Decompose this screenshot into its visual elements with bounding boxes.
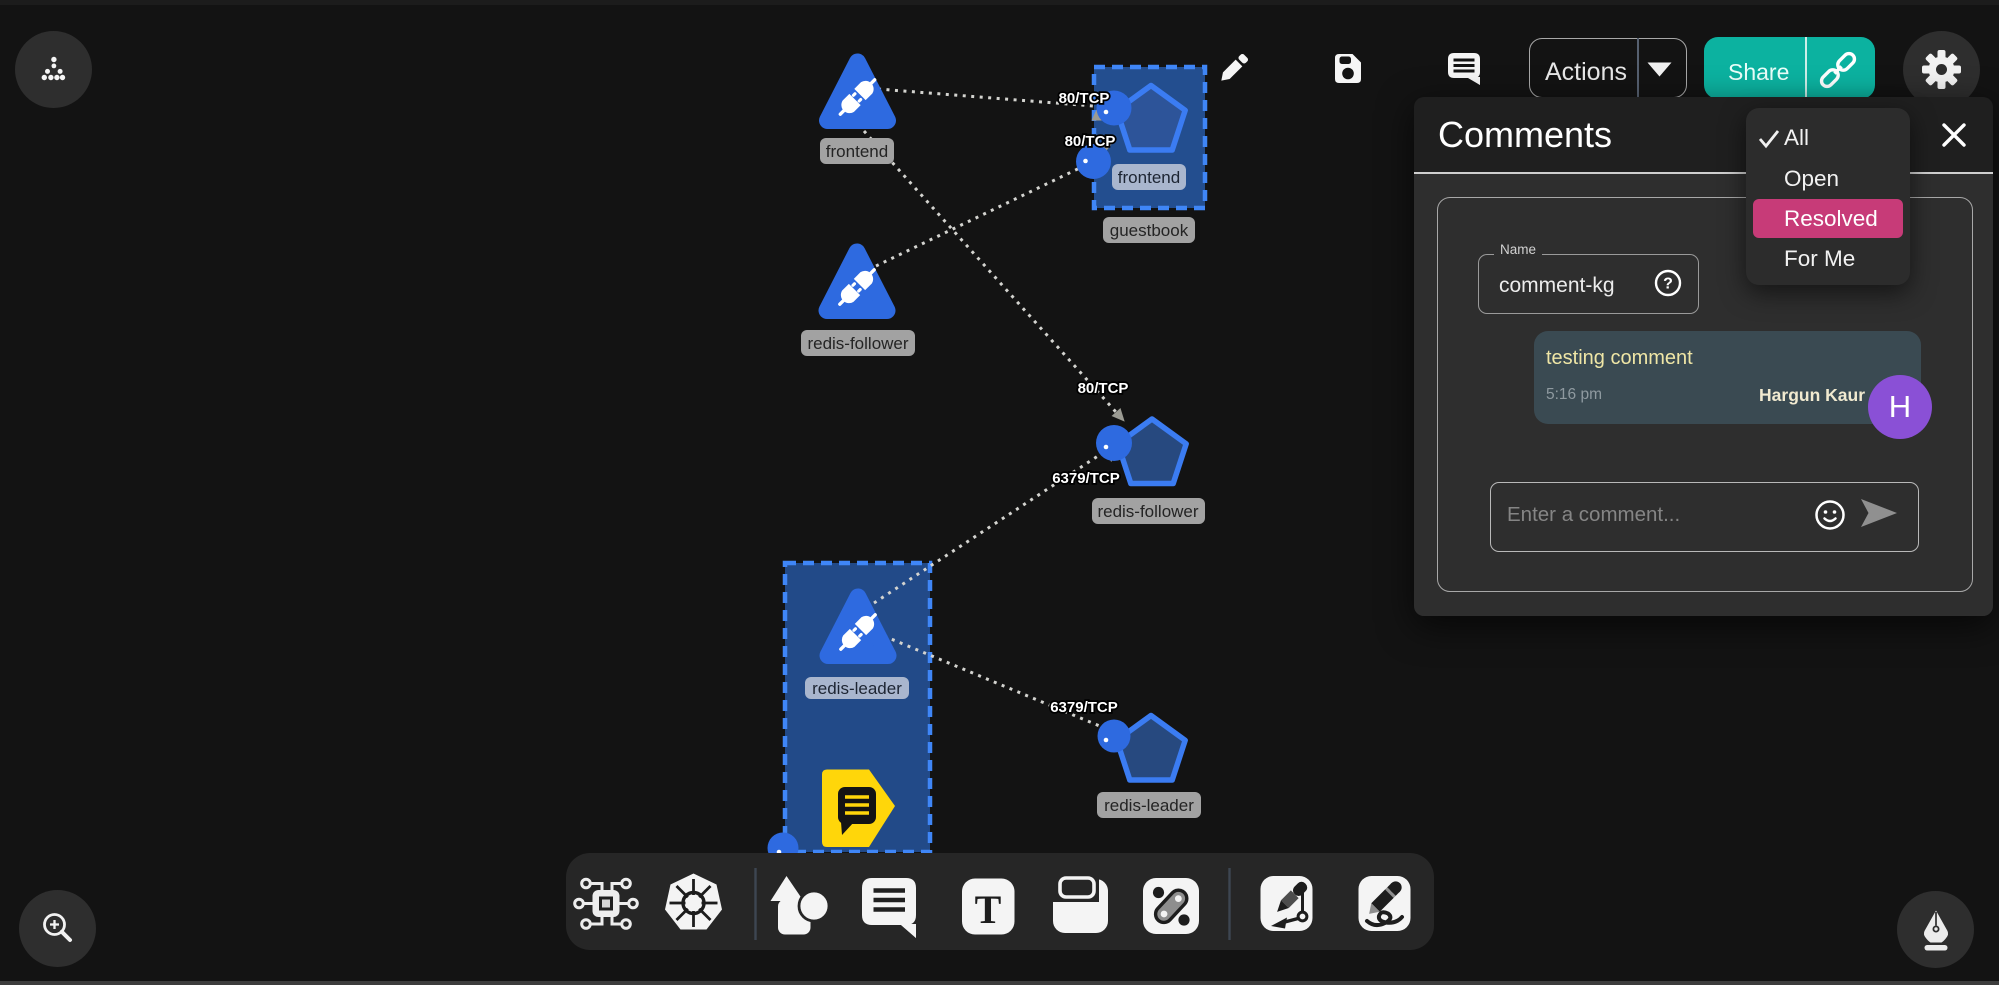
svg-text:80/TCP: 80/TCP bbox=[1059, 90, 1110, 107]
svg-text:frontend: frontend bbox=[826, 142, 888, 161]
svg-text:80/TCP: 80/TCP bbox=[1078, 380, 1129, 397]
svg-text:redis-follower: redis-follower bbox=[807, 334, 908, 353]
svg-text:6379/TCP: 6379/TCP bbox=[1052, 470, 1120, 487]
svg-text:redis-follower: redis-follower bbox=[1097, 502, 1198, 521]
svg-text:80/TCP: 80/TCP bbox=[1065, 133, 1116, 150]
svg-text:guestbook: guestbook bbox=[1110, 221, 1189, 240]
svg-text:6379/TCP: 6379/TCP bbox=[1050, 699, 1118, 716]
svg-text:T: T bbox=[975, 887, 1002, 932]
svg-text:?: ? bbox=[1663, 276, 1673, 293]
svg-text:frontend: frontend bbox=[1118, 168, 1180, 187]
svg-text:redis-leader: redis-leader bbox=[1104, 796, 1194, 815]
svg-text:redis-leader: redis-leader bbox=[812, 679, 902, 698]
